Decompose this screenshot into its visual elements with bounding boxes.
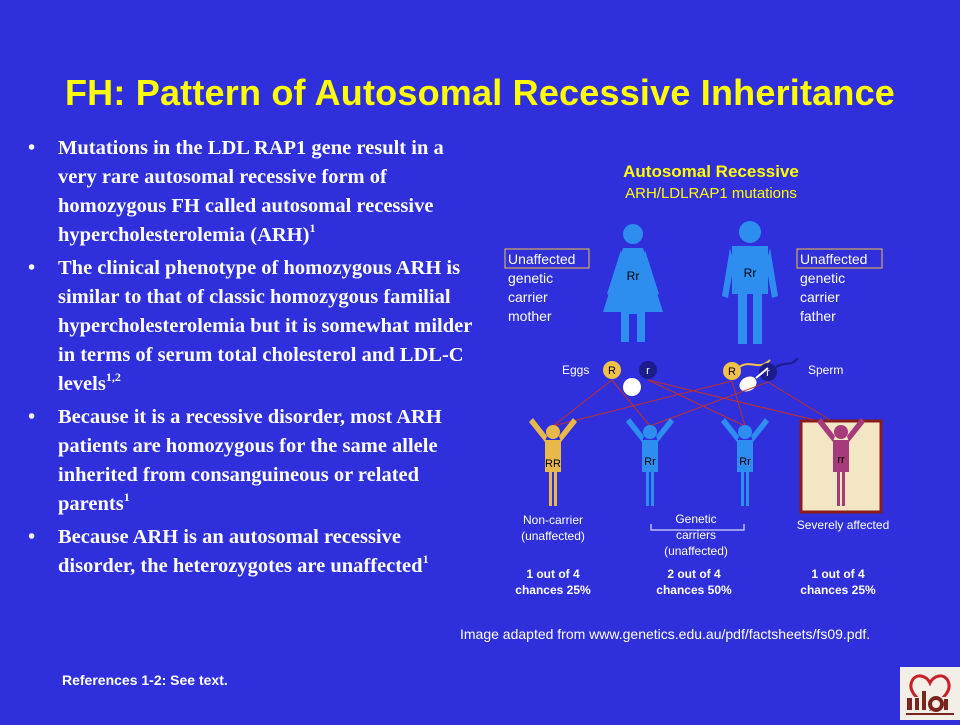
bullet-text: Mutations in the LDL RAP1 gene result in… [58,137,444,246]
chance-line: 2 out of 4 [667,567,721,581]
citation: 1 [422,552,429,567]
sperm-allele-r [759,363,777,381]
affected-label: Severely affected [797,518,890,532]
carriers-label: carriers [676,528,716,542]
sperm-allele-R-label: R [728,366,736,378]
mother-label-line: genetic [508,270,553,286]
father-status-box [796,248,883,269]
citation: 1,2 [105,370,121,385]
nla-logo [900,667,960,720]
sperm-allele-r-label: r [766,367,770,379]
sperm-allele-R [723,362,741,380]
image-credit: Image adapted from www.genetics.edu.au/p… [460,626,871,642]
inheritance-diagram: Autosomal Recessive ARH/LDLRAP1 mutation… [504,162,890,597]
mother-status: Unaffected [508,251,575,267]
chance-line: 1 out of 4 [526,567,580,581]
carriers-label: (unaffected) [664,544,728,558]
carriers-bracket [650,524,745,531]
noncarrier-label: (unaffected) [521,529,585,543]
father-status: Unaffected [800,251,867,267]
bullet-list: • Mutations in the LDL RAP1 gene result i… [28,134,478,585]
child-genotype: rr [837,454,845,466]
sperm-tail-r [774,357,799,369]
egg-cell [623,378,641,396]
father-genotype: Rr [744,266,757,280]
chance-line: chances 25% [800,583,876,597]
sperm-label: Sperm [808,363,843,377]
bullet-dot: • [28,257,36,279]
father-label-line: genetic [800,270,845,286]
bullet-dot: • [28,526,36,548]
bullet-text: The clinical phenotype of homozygous ARH… [58,257,472,395]
slide-title: FH: Pattern of Autosomal Recessive Inher… [64,72,896,113]
father-figure [722,221,778,344]
father-label-line: carrier [800,289,840,305]
mother-label-line: carrier [508,289,548,305]
bullet-item: • Because ARH is an autosomal recessive d… [28,523,478,581]
chance-line: chances 50% [656,583,732,597]
mother-label-line: mother [508,308,552,324]
bullet-dot: • [28,137,36,159]
egg-allele-r [639,361,657,379]
bullet-text: Because it is a recessive disorder, most… [58,406,442,515]
sperm-cell-tail [755,367,769,379]
child-genotype: Rr [739,456,751,468]
mother-status-box [504,248,590,269]
carriers-label: Genetic [675,512,716,526]
bullet-dot: • [28,406,36,428]
chance-line: chances 25% [515,583,591,597]
diagram-title: Autosomal Recessive [623,162,799,181]
diagram-subtitle: ARH/LDLRAP1 mutations [625,185,797,202]
mother-genotype: Rr [627,269,640,283]
father-label-line: father [800,308,836,324]
noncarrier-label: Non-carrier [523,513,583,527]
egg-allele-r-label: r [646,365,650,377]
egg-allele-R [603,361,621,379]
citation: 1 [123,490,130,505]
mother-figure [603,224,663,342]
references: References 1-2: See text. [62,672,228,688]
chance-line: 1 out of 4 [811,567,865,581]
bullet-text: Because ARH is an autosomal recessive di… [58,526,423,577]
bullet-item: • Mutations in the LDL RAP1 gene result i… [28,134,478,250]
egg-allele-R-label: R [608,365,616,377]
sperm-cell [739,376,757,392]
inheritance-lines [552,379,841,427]
child-genotype: RR [545,458,561,470]
bullet-item: • The clinical phenotype of homozygous AR… [28,254,478,399]
citation: 1 [309,221,316,236]
child-genotype: Rr [644,456,656,468]
sperm-tail-R [737,359,771,369]
bullet-item: • Because it is a recessive disorder, mos… [28,403,478,519]
eggs-label: Eggs [562,363,589,377]
